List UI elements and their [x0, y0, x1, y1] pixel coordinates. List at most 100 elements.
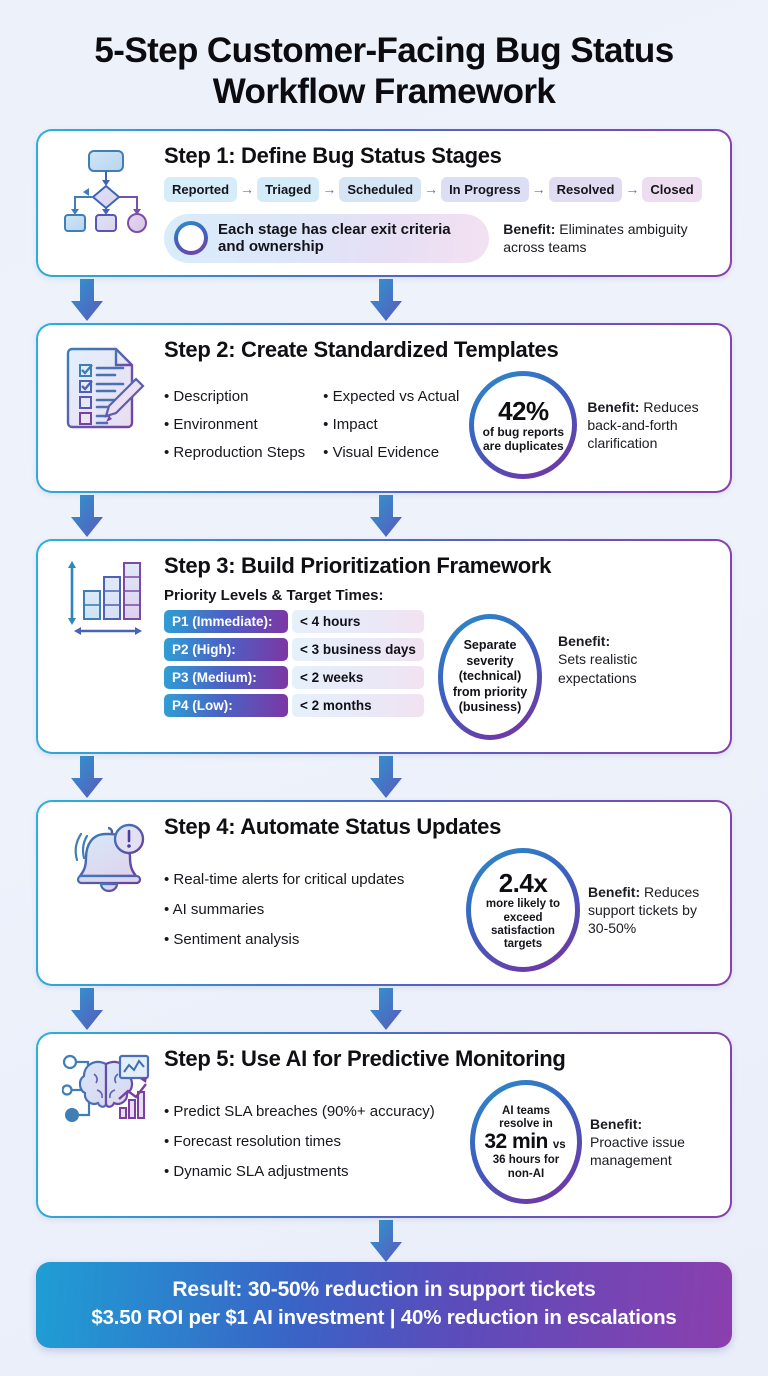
- result-line-1: Result: 30-50% reduction in support tick…: [172, 1277, 596, 1301]
- step-3-insight-badge: Separate severity (technical) from prior…: [438, 614, 542, 740]
- flowchart-icon: [54, 143, 158, 233]
- stage-pill-in-progress[interactable]: In Progress: [441, 176, 529, 202]
- step-3-benefit-label: Benefit:: [558, 632, 611, 649]
- down-arrow-icon: [70, 494, 104, 537]
- down-arrow-icon: [369, 494, 403, 537]
- result-line-2: $3.50 ROI per $1 AI investment | 40% red…: [91, 1306, 677, 1330]
- step-3-benefit-text: Sets realistic expectations: [558, 651, 638, 686]
- stage-pill-scheduled[interactable]: Scheduled: [339, 176, 422, 202]
- list-item: • Environment: [164, 416, 258, 434]
- step-5-stat-caption-1: AI teams: [502, 1104, 550, 1117]
- step-5-stat-value: 32 min: [484, 1129, 548, 1153]
- step-1-callout: Each stage has clear exit criteria and o…: [164, 213, 490, 263]
- step-2-stat-badge: 42% of bug reports are duplicates: [469, 371, 577, 479]
- step-5-stat-value-suffix: vs: [552, 1138, 566, 1151]
- step-5-benefit-label: Benefit:: [590, 1115, 643, 1132]
- list-item: • Dynamic SLA adjustments: [164, 1162, 349, 1180]
- step-2-bullets: • Description • Environment • Reproducti…: [164, 383, 459, 466]
- priority-label: P3 (Medium):: [164, 665, 288, 689]
- step-5-benefit-text: Proactive issue management: [590, 1133, 685, 1169]
- step-5-title: Step 5: Use AI for Predictive Monitoring: [164, 1045, 566, 1071]
- list-item: • Expected vs Actual: [323, 388, 460, 406]
- result-banner: Result: 30-50% reduction in support tick…: [36, 1261, 732, 1348]
- priority-value: < 4 hours: [292, 609, 424, 633]
- down-arrow-icon: [369, 278, 403, 321]
- stage-arrow-icon: →: [424, 181, 439, 198]
- table-row[interactable]: P4 (Low): < 2 months: [164, 693, 424, 717]
- priority-label: P1 (Immediate):: [164, 609, 288, 633]
- step-4-benefit-text: Reduces support tickets by 30-50%: [588, 883, 700, 937]
- priority-value: < 2 weeks: [292, 665, 424, 689]
- step-5-stat-caption-4: non-AI: [507, 1167, 545, 1180]
- down-arrow-icon: [369, 1219, 403, 1262]
- stage-arrow-icon: →: [625, 181, 640, 198]
- step-3-subhead: Priority Levels & Target Times:: [164, 586, 384, 604]
- down-arrow-icon: [70, 987, 104, 1030]
- stage-pill-closed[interactable]: Closed: [642, 176, 702, 202]
- step-2-benefit-label: Benefit:: [587, 398, 640, 415]
- step-1-benefit: Benefit: Eliminates ambiguity across tea…: [503, 220, 712, 256]
- step-4-stat-caption-3: satisfaction: [491, 925, 555, 937]
- table-row[interactable]: P1 (Immediate): < 4 hours: [164, 609, 424, 633]
- step-2-stat-caption-2: are duplicates: [482, 439, 564, 453]
- stage-arrow-icon: →: [322, 181, 337, 198]
- list-item: • Visual Evidence: [323, 443, 440, 461]
- stage-arrow-icon: →: [531, 181, 546, 198]
- step-4-benefit: Benefit: Reduces support tickets by 30-5…: [588, 883, 712, 938]
- list-item: • Impact: [323, 416, 378, 434]
- step-4-bullets: • Real-time alerts for critical updates …: [164, 865, 458, 955]
- checklist-pencil-icon: [54, 337, 158, 431]
- step-card-5[interactable]: Step 5: Use AI for Predictive Monitoring…: [36, 1032, 732, 1218]
- step-2-stat-caption-1: of bug reports: [482, 425, 564, 440]
- step-5-bullets: • Predict SLA breaches (90%+ accuracy) •…: [164, 1097, 462, 1187]
- priority-label: P2 (High):: [164, 637, 288, 661]
- ai-brain-analytics-icon: [54, 1046, 158, 1134]
- ring-icon: [174, 221, 208, 255]
- step-4-benefit-label: Benefit:: [588, 883, 641, 900]
- priority-table: P1 (Immediate): < 4 hours P2 (High): < 3…: [164, 609, 424, 722]
- step-2-stat-value: 42%: [498, 395, 549, 426]
- step-4-stat-caption-4: targets: [503, 938, 543, 951]
- step-1-benefit-text: Eliminates ambiguity across teams: [503, 221, 688, 256]
- step-5-stat-caption-3: 36 hours for: [492, 1154, 560, 1167]
- connector-band-4: [36, 986, 732, 1032]
- step-2-bullets-col1: • Description • Environment • Reproducti…: [164, 383, 305, 466]
- stage-pill-resolved[interactable]: Resolved: [548, 176, 623, 202]
- step-1-callout-text: Each stage has clear exit criteria and o…: [218, 220, 451, 256]
- step-2-benefit: Benefit: Reduces back-and-forth clarific…: [587, 398, 707, 453]
- stage-pill-reported[interactable]: Reported: [164, 176, 238, 202]
- list-item: • Reproduction Steps: [164, 443, 306, 461]
- step-5-benefit: Benefit: Proactive issue management: [590, 1115, 712, 1170]
- step-4-title: Step 4: Automate Status Updates: [164, 813, 502, 839]
- stage-pill-row: Reported → Triaged → Scheduled → In Prog…: [164, 176, 712, 202]
- step-3-insight-text: Separate severity (technical) from prior…: [452, 637, 528, 715]
- step-2-bullets-col2: • Expected vs Actual • Impact • Visual E…: [323, 383, 459, 466]
- page-title: 5-Step Customer-Facing Bug Status Workfl…: [0, 0, 768, 113]
- connector-band-2: [36, 493, 732, 539]
- connector-band-5: [36, 1218, 732, 1262]
- page-title-line-2: Workflow Framework: [212, 72, 556, 112]
- step-card-2[interactable]: Step 2: Create Standardized Templates • …: [36, 323, 732, 493]
- priority-value: < 3 business days: [292, 637, 424, 661]
- page-title-line-1: 5-Step Customer-Facing Bug Status: [94, 31, 674, 70]
- list-item: • Sentiment analysis: [164, 930, 300, 948]
- table-row[interactable]: P3 (Medium): < 2 weeks: [164, 665, 424, 689]
- step-3-benefit: Benefit: Sets realistic expectations: [558, 610, 712, 687]
- list-item: • AI summaries: [164, 900, 265, 918]
- step-1-benefit-label: Benefit:: [503, 221, 556, 238]
- down-arrow-icon: [369, 755, 403, 798]
- stage-arrow-icon: →: [240, 181, 255, 198]
- stage-pill-triaged[interactable]: Triaged: [257, 176, 320, 202]
- steps-stack: Step 1: Define Bug Status Stages Reporte…: [0, 129, 768, 1262]
- step-4-stat-caption-1: more likely to: [485, 898, 561, 911]
- step-card-3[interactable]: Step 3: Build Prioritization Framework P…: [36, 539, 732, 754]
- step-card-4[interactable]: Step 4: Automate Status Updates • Real-t…: [36, 800, 732, 986]
- list-item: • Forecast resolution times: [164, 1132, 341, 1150]
- bell-alert-icon: [54, 814, 158, 904]
- down-arrow-icon: [369, 987, 403, 1030]
- step-4-stat-caption-2: exceed: [503, 911, 543, 924]
- step-card-1[interactable]: Step 1: Define Bug Status Stages Reporte…: [36, 129, 732, 277]
- list-item: • Real-time alerts for critical updates: [164, 870, 405, 888]
- down-arrow-icon: [70, 278, 104, 321]
- table-row[interactable]: P2 (High): < 3 business days: [164, 637, 424, 661]
